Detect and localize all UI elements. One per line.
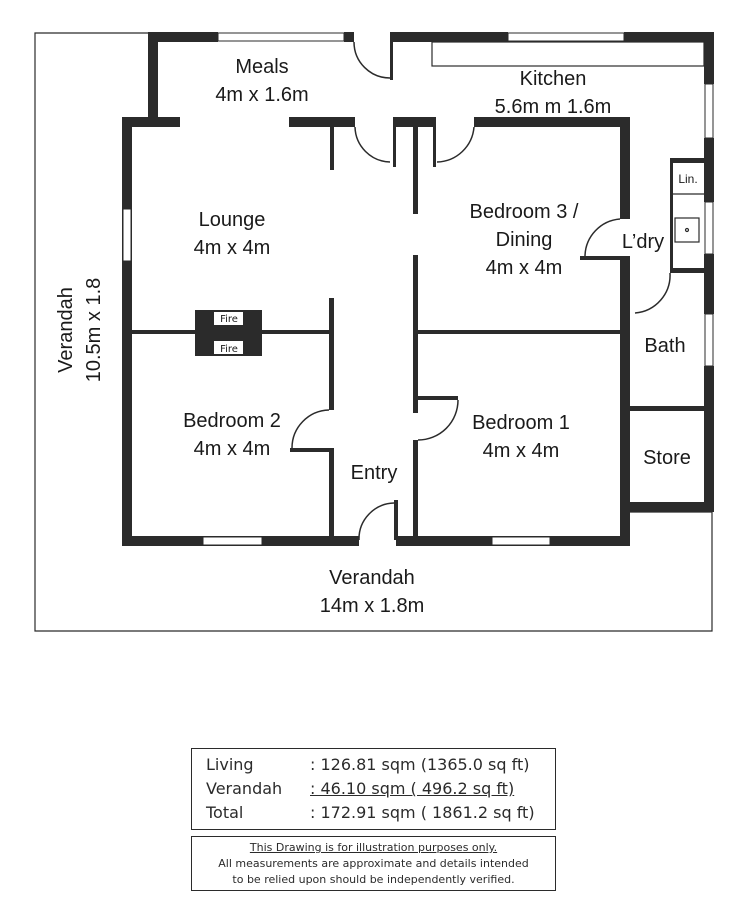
wall <box>330 127 334 170</box>
wall <box>670 158 673 271</box>
area-label: Total <box>206 803 244 822</box>
wall <box>390 32 393 80</box>
wall <box>390 32 508 42</box>
fireplace-label-bottom: Fire <box>220 344 238 355</box>
bath-name: Bath <box>644 335 685 357</box>
disclaimer-line: All measurements are approximate and det… <box>218 857 529 870</box>
area-label: Living <box>206 755 254 774</box>
room-labels: Meals 4m x 1.6m Kitchen 5.6m m 1.6m Loun… <box>55 56 698 617</box>
wall <box>624 32 714 42</box>
entry-door[interactable] <box>358 502 395 541</box>
verandah-side-name: Verandah <box>55 287 77 373</box>
wall <box>628 502 714 512</box>
bedroom1-door[interactable] <box>417 399 459 441</box>
verandah-front-name: Verandah <box>329 567 415 589</box>
verandah-side-size: 10.5m x 1.8 <box>83 278 105 383</box>
meals-name: Meals <box>235 56 288 78</box>
meals-size: 4m x 1.6m <box>215 84 308 106</box>
window <box>507 32 625 42</box>
lounge-size: 4m x 4m <box>194 237 271 259</box>
entry-name: Entry <box>351 462 398 484</box>
wall <box>704 254 714 314</box>
window <box>704 313 714 367</box>
wall <box>620 258 630 545</box>
wall <box>670 158 706 163</box>
bedroom3-size: 4m x 4m <box>486 257 563 279</box>
area-summary: Living : 126.81 sqm (1365.0 sq ft) Veran… <box>191 748 556 830</box>
doors <box>291 41 671 541</box>
wall <box>148 32 218 42</box>
window <box>217 32 345 42</box>
bedroom1-size: 4m x 4m <box>483 440 560 462</box>
kitchen-size: 5.6m m 1.6m <box>495 96 612 118</box>
disclaimer-line: to be relied upon should be independentl… <box>232 873 515 886</box>
wall <box>416 396 458 400</box>
wall <box>122 117 180 127</box>
store-name: Store <box>643 447 691 469</box>
window <box>704 201 714 255</box>
wall <box>704 138 714 202</box>
laundry-name: L’dry <box>622 231 664 253</box>
wall <box>413 255 418 413</box>
bedroom3-name-line1: Bedroom 3 / <box>470 201 579 223</box>
bedroom2-door[interactable] <box>291 409 330 449</box>
bedroom1-name: Bedroom 1 <box>472 412 570 434</box>
fireplace: Fire Fire <box>195 310 262 356</box>
wall <box>393 127 396 167</box>
bedroom2-name: Bedroom 2 <box>183 410 281 432</box>
wall <box>394 500 398 540</box>
wall <box>416 330 622 334</box>
wall <box>290 448 334 452</box>
area-value: : 46.10 sqm ( 496.2 sq ft) <box>310 779 515 798</box>
laundry-door[interactable] <box>584 218 621 257</box>
wall <box>433 127 436 167</box>
wall <box>122 117 132 545</box>
wall <box>704 32 714 84</box>
wall <box>413 127 418 214</box>
area-value: : 126.81 sqm (1365.0 sq ft) <box>310 755 530 774</box>
linen-name: Lin. <box>678 172 697 186</box>
verandah-front-size: 14m x 1.8m <box>320 595 424 617</box>
area-label: Verandah <box>206 779 283 798</box>
wall <box>393 117 436 127</box>
window <box>122 208 132 262</box>
wall <box>329 448 334 545</box>
wall <box>474 117 630 127</box>
laundry-drain <box>684 227 690 233</box>
bedroom3-name-line2: Dining <box>496 229 553 251</box>
window <box>704 83 714 139</box>
kitchen-bench <box>431 41 705 67</box>
wall <box>628 406 706 411</box>
bedroom3-door[interactable] <box>436 126 475 163</box>
wall <box>704 366 714 512</box>
laundry-tub <box>674 217 700 243</box>
wall <box>289 117 355 127</box>
bath-door[interactable] <box>634 272 671 314</box>
wall <box>413 440 418 545</box>
fixtures <box>431 41 705 243</box>
bedroom2-size: 4m x 4m <box>194 438 271 460</box>
lounge-name: Lounge <box>199 209 266 231</box>
windows <box>122 32 714 546</box>
wall <box>580 256 630 260</box>
disclaimer: This Drawing is for illustration purpose… <box>191 836 556 891</box>
wall <box>670 268 706 273</box>
wall <box>620 117 630 219</box>
disclaimer-line: This Drawing is for illustration purpose… <box>249 841 498 854</box>
area-value: : 172.91 sqm ( 1861.2 sq ft) <box>310 803 535 822</box>
fireplace-label-top: Fire <box>220 314 238 325</box>
lounge-hall-door[interactable] <box>354 126 391 163</box>
wall <box>344 32 354 42</box>
walls <box>122 32 714 546</box>
kitchen-name: Kitchen <box>520 68 587 90</box>
meals-door[interactable] <box>353 41 391 79</box>
wall <box>329 298 334 410</box>
window <box>491 536 551 546</box>
wall <box>148 32 158 127</box>
window <box>202 536 263 546</box>
